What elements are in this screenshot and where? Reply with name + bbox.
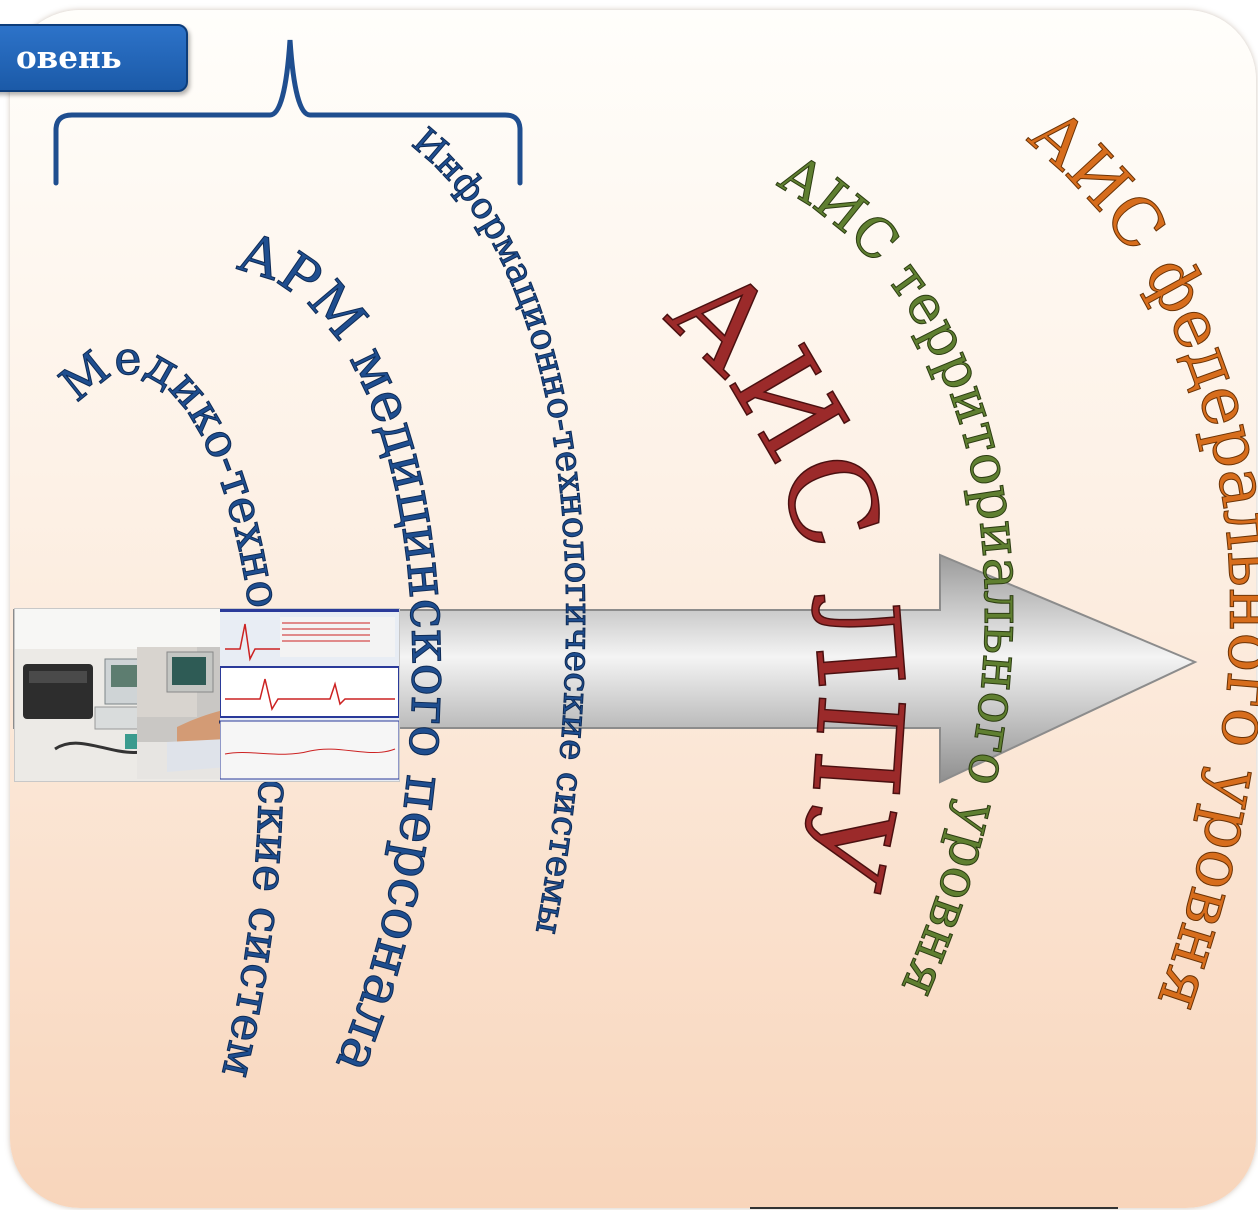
label-ais-lpu: АИС ЛПУ bbox=[642, 239, 929, 900]
label-ais-federal: АИС федерального уровня bbox=[1015, 94, 1258, 1021]
level-bracket bbox=[53, 39, 523, 186]
ecg-waveform-screen-icon bbox=[220, 609, 399, 781]
equipment-photo-strip bbox=[14, 608, 400, 782]
level-tab[interactable]: овень bbox=[0, 24, 188, 92]
label-medtech-systems: Медико-технологические системы bbox=[0, 0, 302, 1083]
